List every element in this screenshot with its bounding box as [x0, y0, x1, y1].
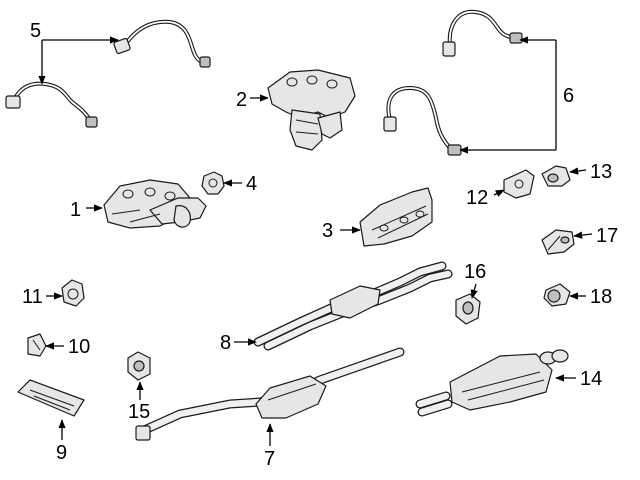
- callout-17: 17: [596, 225, 618, 247]
- exhaust-mount[interactable]: [541, 165, 571, 187]
- oxygen-sensor-upper-right[interactable]: [442, 9, 523, 57]
- callout-7: 7: [264, 448, 275, 470]
- front-pipe-with-converter[interactable]: [135, 347, 405, 441]
- heat-shield[interactable]: [359, 187, 433, 247]
- callout-15: 15: [128, 401, 150, 423]
- floor-heat-pad[interactable]: [17, 379, 85, 417]
- callout-14: 14: [580, 368, 602, 390]
- callout-1: 1: [70, 199, 81, 221]
- isolator[interactable]: [27, 333, 47, 357]
- callout-2: 2: [236, 89, 247, 111]
- exhaust-clamp[interactable]: [127, 351, 151, 381]
- mounting-bracket[interactable]: [541, 229, 575, 255]
- callout-5: 5: [30, 20, 41, 42]
- callout-9: 9: [56, 442, 67, 464]
- callout-13: 13: [590, 161, 612, 183]
- oxygen-sensor-lower-right[interactable]: [383, 85, 462, 156]
- exhaust-gasket[interactable]: [201, 171, 225, 195]
- callout-3: 3: [322, 220, 333, 242]
- callout-18: 18: [590, 286, 612, 308]
- callout-16: 16: [464, 261, 486, 283]
- flange-pipe[interactable]: [455, 293, 481, 325]
- rear-muffler[interactable]: [415, 349, 569, 417]
- callout-6: 6: [563, 85, 574, 107]
- exhaust-manifold-rear[interactable]: [267, 69, 356, 151]
- exhaust-manifold-front[interactable]: [103, 179, 207, 229]
- callout-8: 8: [220, 332, 231, 354]
- oxygen-sensor-lower-left[interactable]: [5, 81, 98, 128]
- rubber-bushing[interactable]: [543, 283, 571, 307]
- callout-11: 11: [22, 286, 43, 308]
- oxygen-sensor-upper-left[interactable]: [113, 19, 211, 68]
- pipe-clamp[interactable]: [61, 279, 85, 307]
- callout-labels: 5 6 2 1 4 3 12 13 17 18 16 11 10 8 9 15 …: [22, 20, 618, 470]
- intermediate-pipe[interactable]: [253, 261, 453, 351]
- callout-4: 4: [246, 173, 257, 195]
- callout-10: 10: [68, 336, 90, 358]
- exhaust-hanger-bracket[interactable]: [503, 169, 535, 199]
- callout-leaders: [38, 36, 593, 446]
- callout-12: 12: [466, 187, 488, 209]
